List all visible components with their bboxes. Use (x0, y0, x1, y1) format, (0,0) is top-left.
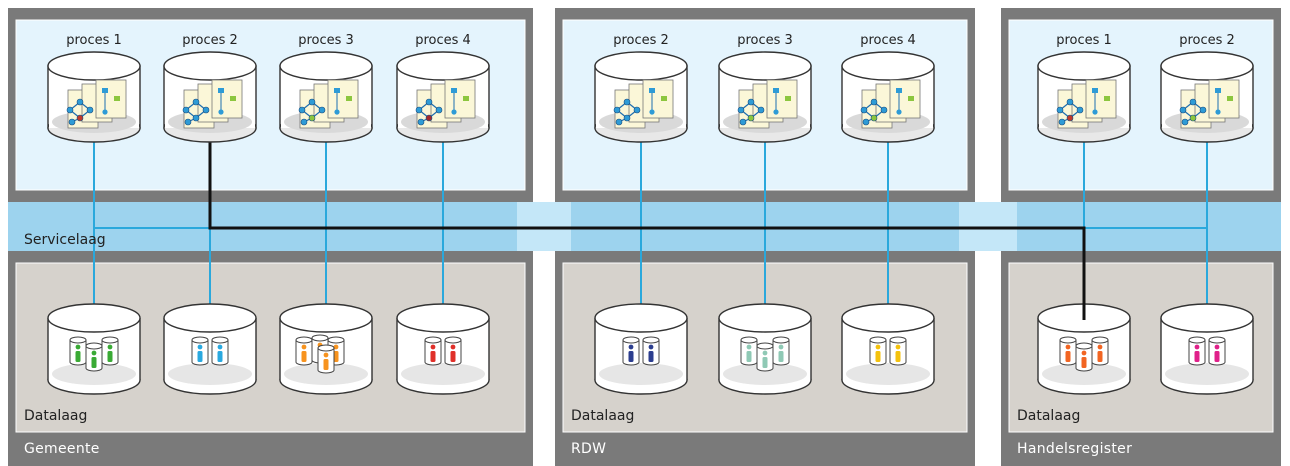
mini-database-icon (101, 336, 119, 366)
process-cylinder (1037, 51, 1131, 143)
process-cylinder (47, 51, 141, 143)
mini-database-icon (642, 336, 660, 366)
mini-database-icon (1188, 336, 1206, 366)
process-cylinder (163, 51, 257, 143)
database-cylinder (47, 303, 141, 395)
mini-database-icon (772, 336, 790, 366)
service-layer-label: Servicelaag (24, 232, 106, 248)
process-cylinder (594, 51, 688, 143)
mini-database-icon (1091, 336, 1109, 366)
process-label: proces 3 (737, 33, 793, 48)
mini-database-icon (69, 336, 87, 366)
process-cylinder (396, 51, 490, 143)
process-label: proces 2 (613, 33, 669, 48)
process-label: proces 2 (182, 33, 238, 48)
mini-database-icon (211, 336, 229, 366)
mini-database-icon (889, 336, 907, 366)
mini-database-icon (424, 336, 442, 366)
data-layer-label-rdw: Datalaag (571, 408, 635, 424)
mini-database-icon (317, 344, 335, 374)
database-cylinder (396, 303, 490, 395)
mini-database-icon (1059, 336, 1077, 366)
mini-database-icon (1208, 336, 1226, 366)
process-cylinder (279, 51, 373, 143)
process-cylinder (1160, 51, 1254, 143)
database-cylinder (163, 303, 257, 395)
data-layer-label-handelsregister: Datalaag (1017, 408, 1081, 424)
mini-database-icon (191, 336, 209, 366)
process-label: proces 3 (298, 33, 354, 48)
mini-database-icon (85, 342, 103, 372)
org-label-rdw: RDW (571, 441, 607, 457)
mini-database-icon (622, 336, 640, 366)
mini-database-icon (295, 336, 313, 366)
mini-database-icon (869, 336, 887, 366)
process-label: proces 1 (1056, 33, 1112, 48)
mini-database-icon (740, 336, 758, 366)
process-cylinder (718, 51, 812, 143)
process-label: proces 4 (415, 33, 471, 48)
org-label-gemeente: Gemeente (24, 441, 100, 457)
database-cylinder (718, 303, 812, 395)
org-label-handelsregister: Handelsregister (1017, 441, 1133, 457)
mini-database-icon (1075, 342, 1093, 372)
database-cylinder (1160, 303, 1254, 395)
data-layer-label-gemeente: Datalaag (24, 408, 88, 424)
process-label: proces 4 (860, 33, 916, 48)
process-cylinder (841, 51, 935, 143)
database-cylinder (594, 303, 688, 395)
mini-database-icon (444, 336, 462, 366)
process-label: proces 2 (1179, 33, 1235, 48)
highlighted-flow-line (208, 140, 1086, 318)
mini-database-icon (756, 342, 774, 372)
database-cylinder (841, 303, 935, 395)
process-label: proces 1 (66, 33, 122, 48)
database-cylinder (279, 303, 373, 395)
